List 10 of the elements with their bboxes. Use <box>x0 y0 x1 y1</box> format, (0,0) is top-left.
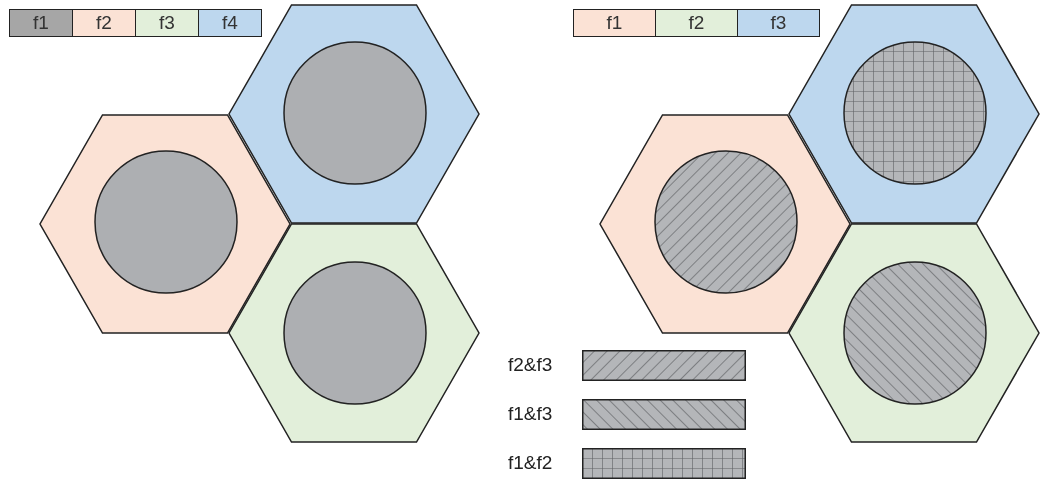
legend-label: f1 <box>606 12 623 34</box>
legend-label: f2 <box>688 12 705 34</box>
legend-label: f1&f2 <box>508 452 553 474</box>
legend-label: f1&f3 <box>508 403 553 425</box>
legend-label: f3 <box>770 12 787 34</box>
legend-label: f3 <box>159 12 175 34</box>
legend-label: f2 <box>96 12 112 34</box>
legend-label: f4 <box>222 12 238 34</box>
legend-label: f1 <box>33 12 49 34</box>
legend-label: f2&f3 <box>508 354 553 376</box>
